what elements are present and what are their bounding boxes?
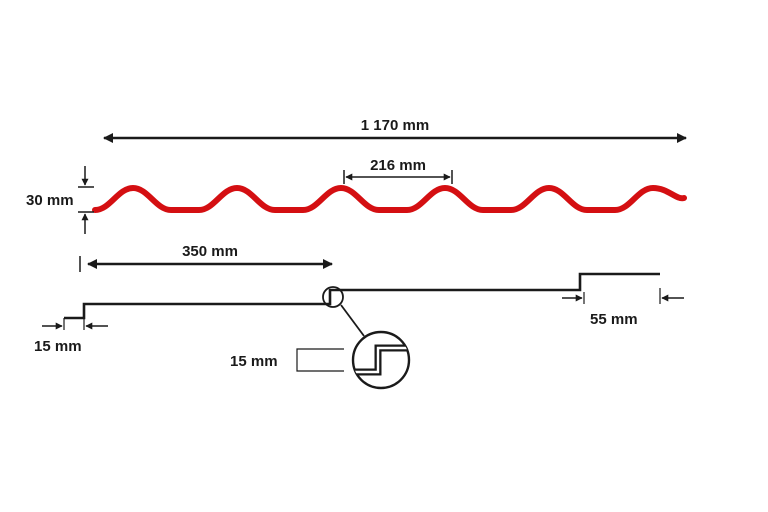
step-height-dimension: 15 mm	[230, 348, 344, 372]
left-edge-dimension: 15 mm	[34, 318, 108, 355]
right-overlap-label: 55 mm	[590, 311, 638, 328]
left-edge-label: 15 mm	[34, 338, 82, 355]
right-overlap-dimension: 55 mm	[562, 288, 684, 328]
detail-step-inner	[353, 346, 409, 374]
step-detail-callout	[322, 286, 411, 390]
wave-profile	[92, 185, 687, 213]
step-length-label: 350 mm	[182, 243, 238, 260]
detail-marker-circle	[322, 286, 344, 308]
total-width-dimension: 1 170 mm	[103, 117, 687, 143]
wave-height-label: 30 mm	[26, 192, 74, 209]
wave-pitch-dimension: 216 mm	[343, 157, 453, 184]
detail-leader-line	[340, 304, 365, 337]
wave-height-dimension: 30 mm	[26, 166, 94, 234]
step-length-dimension: 350 mm	[79, 243, 333, 272]
step-height-label: 15 mm	[230, 353, 278, 370]
wave-pitch-label: 216 mm	[370, 157, 426, 174]
step-height-bracket	[296, 348, 344, 372]
total-width-label: 1 170 mm	[361, 117, 429, 134]
side-profile	[64, 272, 660, 320]
